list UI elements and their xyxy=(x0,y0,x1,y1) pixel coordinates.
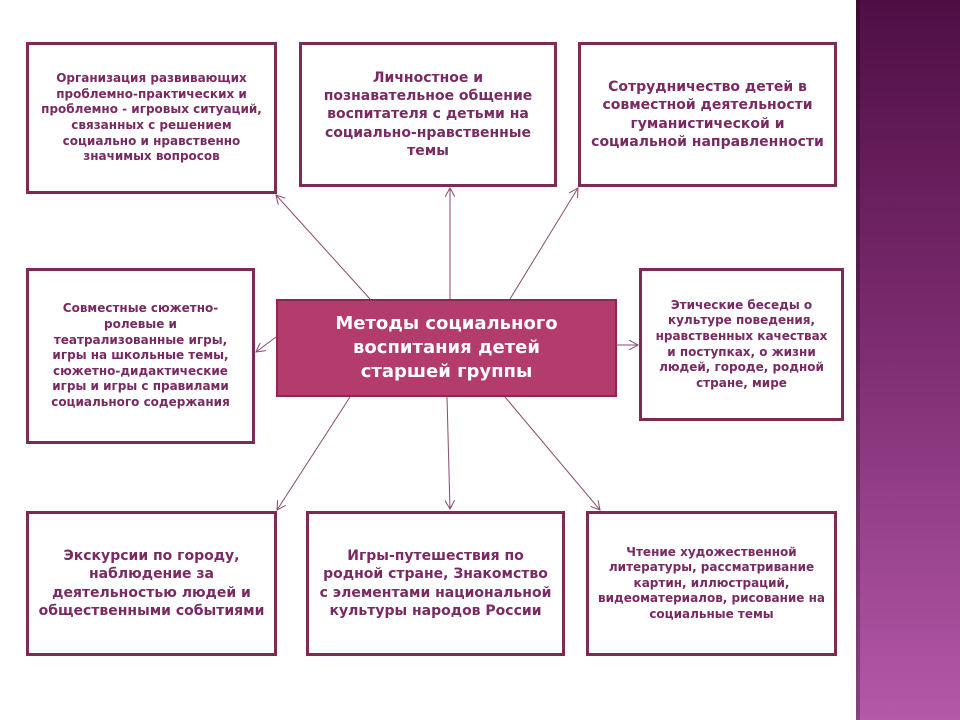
arrow-to-box-7 xyxy=(447,396,450,509)
method-box-travel-games: Игры-путешествия по родной стране, Знако… xyxy=(306,511,565,656)
arrow-to-box-6 xyxy=(277,396,351,510)
central-topic: Методы социального воспитания детей стар… xyxy=(276,299,617,397)
method-box-role-games: Совместные сюжетно-ролевые и театрализов… xyxy=(26,268,255,444)
arrow-to-box-3 xyxy=(509,188,578,300)
method-box-cooperation: Сотрудничество детей в совместной деятел… xyxy=(578,42,837,187)
connector-arrows xyxy=(0,0,860,720)
decorative-sidebar xyxy=(856,0,960,720)
method-box-ethical-talks: Этические беседы о культуре поведения, н… xyxy=(639,268,844,421)
method-box-personal-communication: Личностное и познавательное общение восп… xyxy=(299,42,557,187)
arrow-to-box-4 xyxy=(256,336,277,352)
method-box-excursions: Экскурсии по городу, наблюдение за деяте… xyxy=(26,511,277,656)
arrow-to-box-1 xyxy=(276,195,371,300)
method-box-problem-situations: Организация развивающих проблемно-практи… xyxy=(26,42,277,194)
method-box-reading: Чтение художественной литературы, рассма… xyxy=(586,511,837,656)
arrow-to-box-8 xyxy=(504,396,600,510)
